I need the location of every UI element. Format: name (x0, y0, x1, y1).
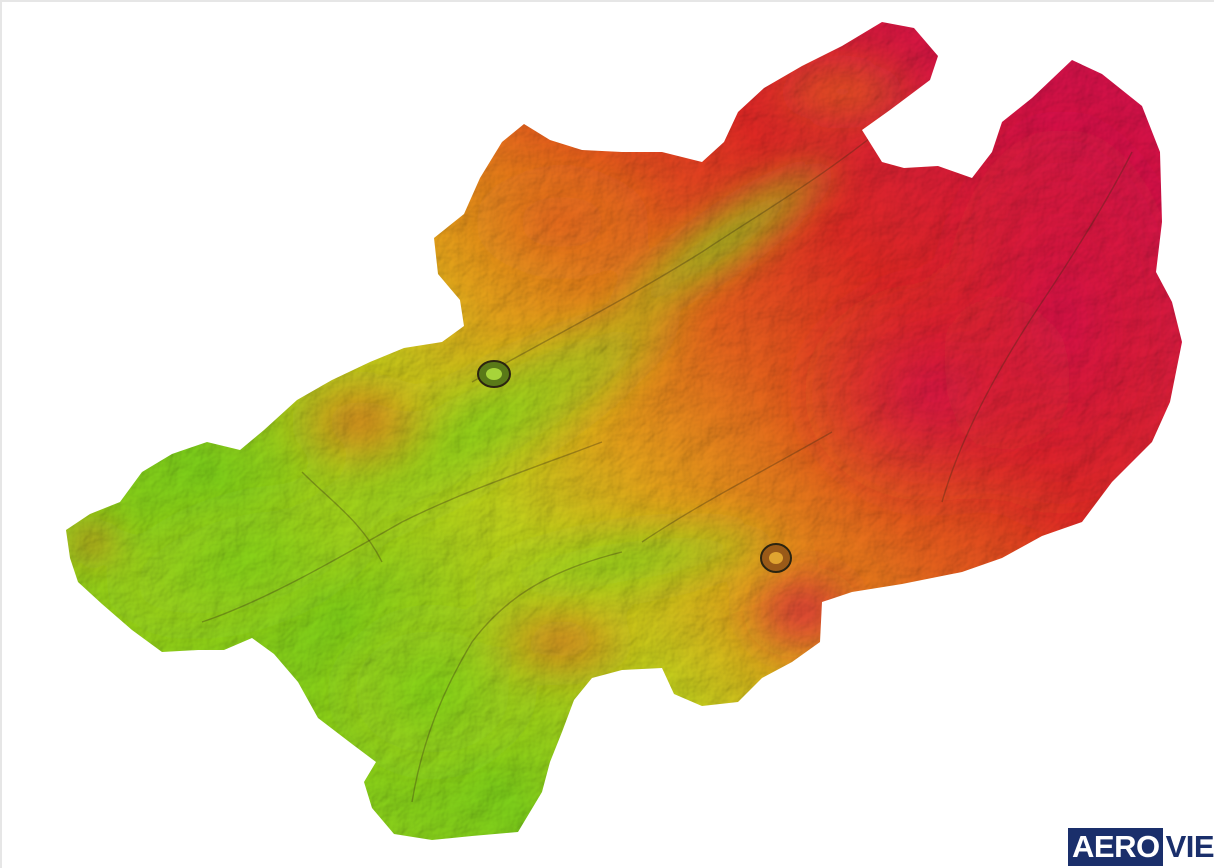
logo-aero-text: AERO (1068, 828, 1163, 866)
aeroview-logo: AERO VIEW (1068, 828, 1214, 866)
quarry-feature-2 (760, 543, 792, 573)
quarry-feature-1 (477, 360, 511, 388)
logo-view-text: VIEW (1165, 829, 1214, 864)
